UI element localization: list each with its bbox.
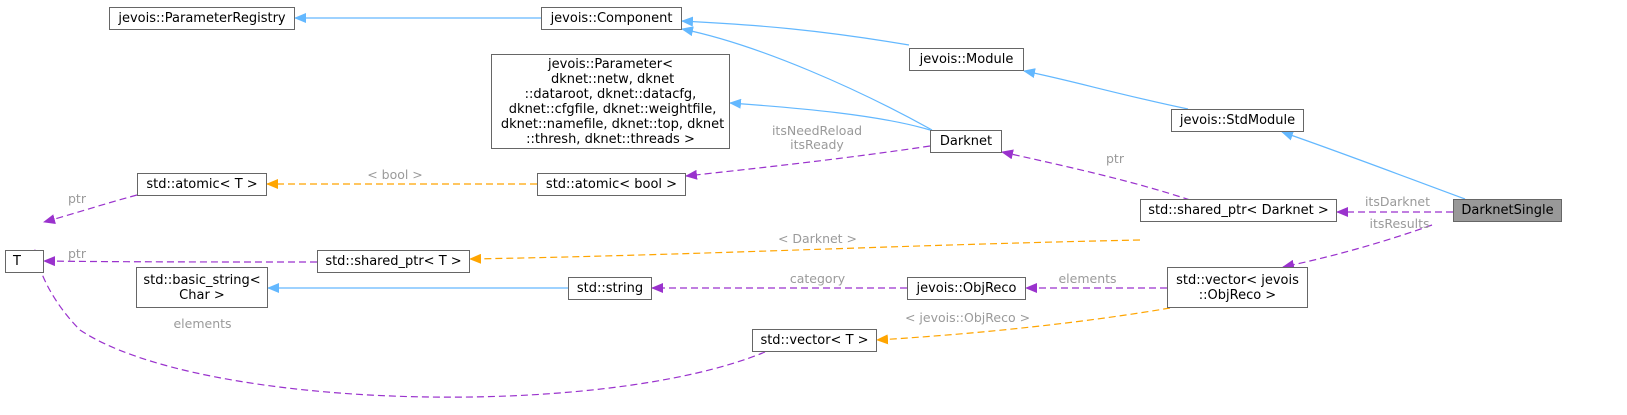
node-string[interactable]: std::string <box>568 277 652 300</box>
label-ptr-atomic: ptr <box>68 191 86 206</box>
edge-darknetsingle-to-vector-objreco <box>1282 224 1433 270</box>
edge-module-to-component <box>681 16 910 46</box>
label-its-need-reload: itsNeedReload itsReady <box>771 123 863 152</box>
edge-shared-ptr-darknet-to-shared-ptr-t <box>469 239 1141 264</box>
node-basic-string[interactable]: std::basic_string< Char > <box>136 267 268 308</box>
edge-darknetsingle-to-stdmodule <box>1281 130 1466 200</box>
node-component[interactable]: jevois::Component <box>541 7 682 30</box>
label-bool-template: < bool > <box>367 167 423 182</box>
node-t[interactable]: T <box>5 250 44 273</box>
edge-atomic-t-to-t <box>43 194 138 224</box>
label-elements-t: elements <box>173 316 232 331</box>
node-darknet[interactable]: Darknet <box>930 130 1002 153</box>
node-vector-t[interactable]: std::vector< T > <box>752 329 877 352</box>
label-category: category <box>789 271 846 286</box>
edge-darknet-to-parameter <box>729 98 931 131</box>
node-darknet-single[interactable]: DarknetSingle <box>1453 199 1562 222</box>
node-module[interactable]: jevois::Module <box>909 48 1024 71</box>
edge-darknet-to-atomic-bool <box>685 145 931 180</box>
node-parameter-template[interactable]: jevois::Parameter< dknet::netw, dknet ::… <box>491 54 730 149</box>
label-its-results: itsResults <box>1369 216 1430 231</box>
edge-vector-t-to-t <box>31 249 766 398</box>
edge-shared-ptr-t-to-t <box>43 256 318 267</box>
label-objreco-template: < jevois::ObjReco > <box>904 310 1031 325</box>
node-shared-ptr-darknet[interactable]: std::shared_ptr< Darknet > <box>1140 199 1337 222</box>
edge-shared-ptr-darknet-to-darknet <box>1001 149 1191 201</box>
label-darknet-template: < Darknet > <box>777 231 858 246</box>
node-vector-objreco[interactable]: std::vector< jevois ::ObjReco > <box>1167 267 1308 308</box>
label-its-darknet: itsDarknet <box>1364 194 1431 209</box>
node-atomic-bool[interactable]: std::atomic< bool > <box>537 173 686 196</box>
label-ptr-shared: ptr <box>68 246 86 261</box>
node-atomic-t[interactable]: std::atomic< T > <box>137 173 267 196</box>
label-elements-objreco: elements <box>1058 271 1117 286</box>
node-obj-reco[interactable]: jevois::ObjReco <box>907 277 1026 300</box>
edge-darknet-to-component <box>681 26 933 131</box>
label-ptr-darknet: ptr <box>1106 151 1124 166</box>
node-shared-ptr-t[interactable]: std::shared_ptr< T > <box>317 250 470 273</box>
node-std-module[interactable]: jevois::StdModule <box>1171 109 1304 132</box>
edge-vector-objreco-to-vector-t <box>876 307 1171 345</box>
node-parameter-registry[interactable]: jevois::ParameterRegistry <box>109 7 295 30</box>
edge-stdmodule-to-module <box>1023 68 1189 110</box>
